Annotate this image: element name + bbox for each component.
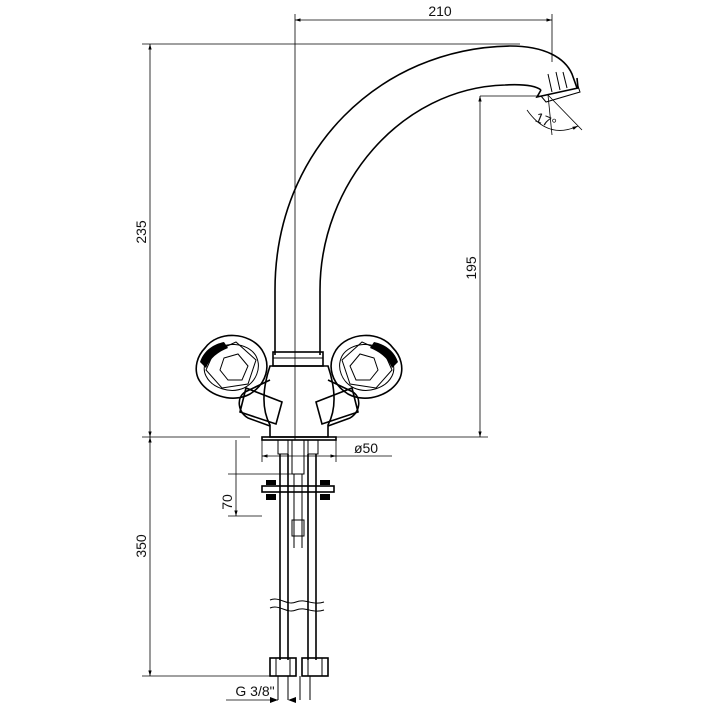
dimension-connection-thread: G 3/8" xyxy=(226,683,296,703)
dimension-total-height-label: 235 xyxy=(133,220,149,244)
dimension-base-diameter: ø50 xyxy=(261,440,392,462)
faucet-body xyxy=(261,365,337,441)
dimension-hose-length: 350 xyxy=(133,437,270,677)
dimension-hose-length-label: 350 xyxy=(133,534,149,558)
right-handle xyxy=(315,334,403,427)
dimension-reach: 210 xyxy=(294,3,553,440)
left-handle xyxy=(195,334,283,427)
dimension-thread-length: 70 xyxy=(219,440,292,517)
dimension-thread-length-label: 70 xyxy=(219,494,235,510)
dimension-base-diameter-label: ø50 xyxy=(354,440,378,456)
mounting-shank-and-hoses xyxy=(261,439,335,700)
dimension-total-height: 235 xyxy=(133,43,520,438)
dimension-connection-thread-label: G 3/8" xyxy=(235,683,274,699)
dimension-reach-label: 210 xyxy=(428,3,452,19)
dimension-spout-angle: 17° xyxy=(526,94,583,136)
dimension-spout-angle-label: 17° xyxy=(533,109,559,132)
dimension-spout-height-label: 195 xyxy=(463,256,479,280)
dimension-spout-height: 195 xyxy=(330,95,540,438)
faucet-spout xyxy=(272,45,581,367)
